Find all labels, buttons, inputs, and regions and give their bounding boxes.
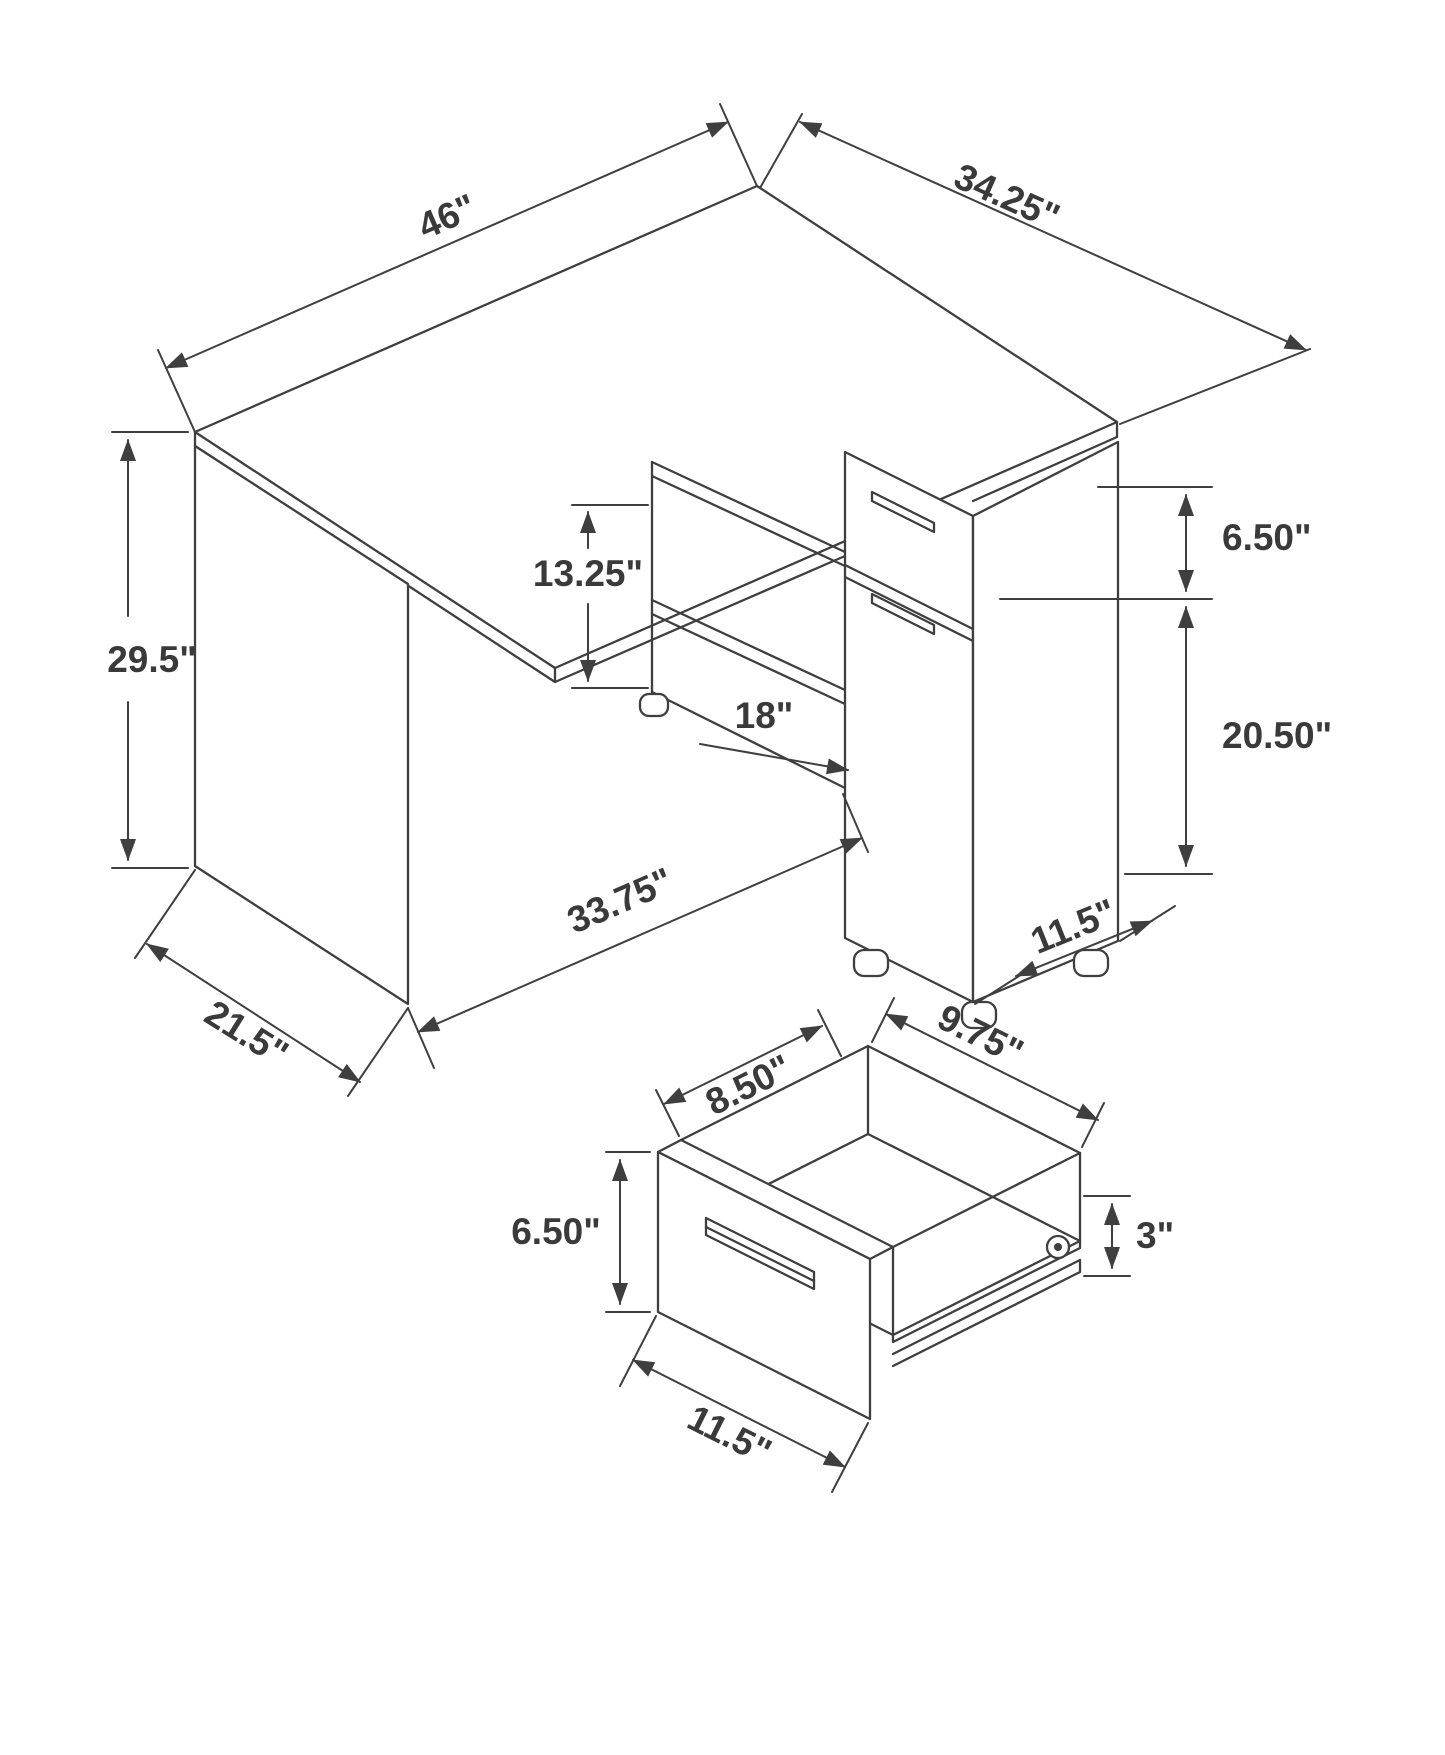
shelf-floor-edge bbox=[650, 690, 847, 790]
dim-drawer-rear-height: 3" bbox=[1083, 1195, 1174, 1277]
cabinet-door-handle bbox=[870, 592, 936, 636]
dim-door-height: 20.50" bbox=[1124, 606, 1332, 875]
dim-desk-front-width: 33.75" bbox=[407, 793, 869, 1069]
cabinet-drawer-door-divider bbox=[843, 563, 975, 643]
dim-shelf-opening-height: 13.25" bbox=[533, 504, 649, 689]
drawer-detail-view bbox=[656, 1044, 1082, 1421]
desk-left-panel bbox=[193, 444, 410, 1006]
label-shelf-opening-width: 18" bbox=[735, 695, 794, 736]
label-left-panel-depth: 21.5" bbox=[198, 992, 296, 1074]
label-desk-height: 29.5" bbox=[107, 639, 197, 680]
drawer-rail-wheel-hub bbox=[1054, 1243, 1062, 1251]
label-door-height: 20.50" bbox=[1222, 715, 1332, 756]
dim-drawer-front-height: 6.50" bbox=[511, 1151, 651, 1313]
label-drawer-front-height: 6.50" bbox=[511, 1211, 601, 1252]
cabinet-drawer-handle bbox=[870, 490, 936, 534]
drawer-slide-rail bbox=[891, 1258, 1082, 1368]
label-desk-top-depth: 34.25" bbox=[948, 155, 1065, 237]
cabinet-foot-front-left bbox=[852, 948, 890, 978]
label-drawer-front-height: 6.50" bbox=[1222, 517, 1312, 558]
dim-drawer-inner-width: 9.75" bbox=[871, 996, 1105, 1148]
cabinet-front-panel bbox=[843, 450, 975, 1004]
drawer-front-panel bbox=[656, 1150, 872, 1421]
desk-top-thickness bbox=[193, 420, 1119, 684]
label-shelf-opening-height: 13.25" bbox=[533, 553, 643, 594]
shelf-middle bbox=[650, 598, 847, 706]
dim-desk-height: 29.5" bbox=[107, 431, 197, 869]
label-desk-front-width: 33.75" bbox=[561, 860, 678, 942]
shelf-top bbox=[650, 460, 847, 568]
label-drawer-inner-depth: 8.50" bbox=[699, 1046, 797, 1123]
drawer-right-wall bbox=[891, 1151, 1082, 1344]
label-drawer-rear-height: 3" bbox=[1136, 1215, 1174, 1256]
dim-shelf-opening-width: 18" bbox=[699, 695, 849, 775]
cabinet-foot-back bbox=[1072, 948, 1110, 978]
shelf-foot bbox=[638, 692, 670, 718]
drawer-handle-edge bbox=[704, 1225, 816, 1283]
label-desk-top-width: 46" bbox=[412, 186, 482, 247]
dim-drawer-front-height: 6.50" bbox=[999, 486, 1312, 600]
